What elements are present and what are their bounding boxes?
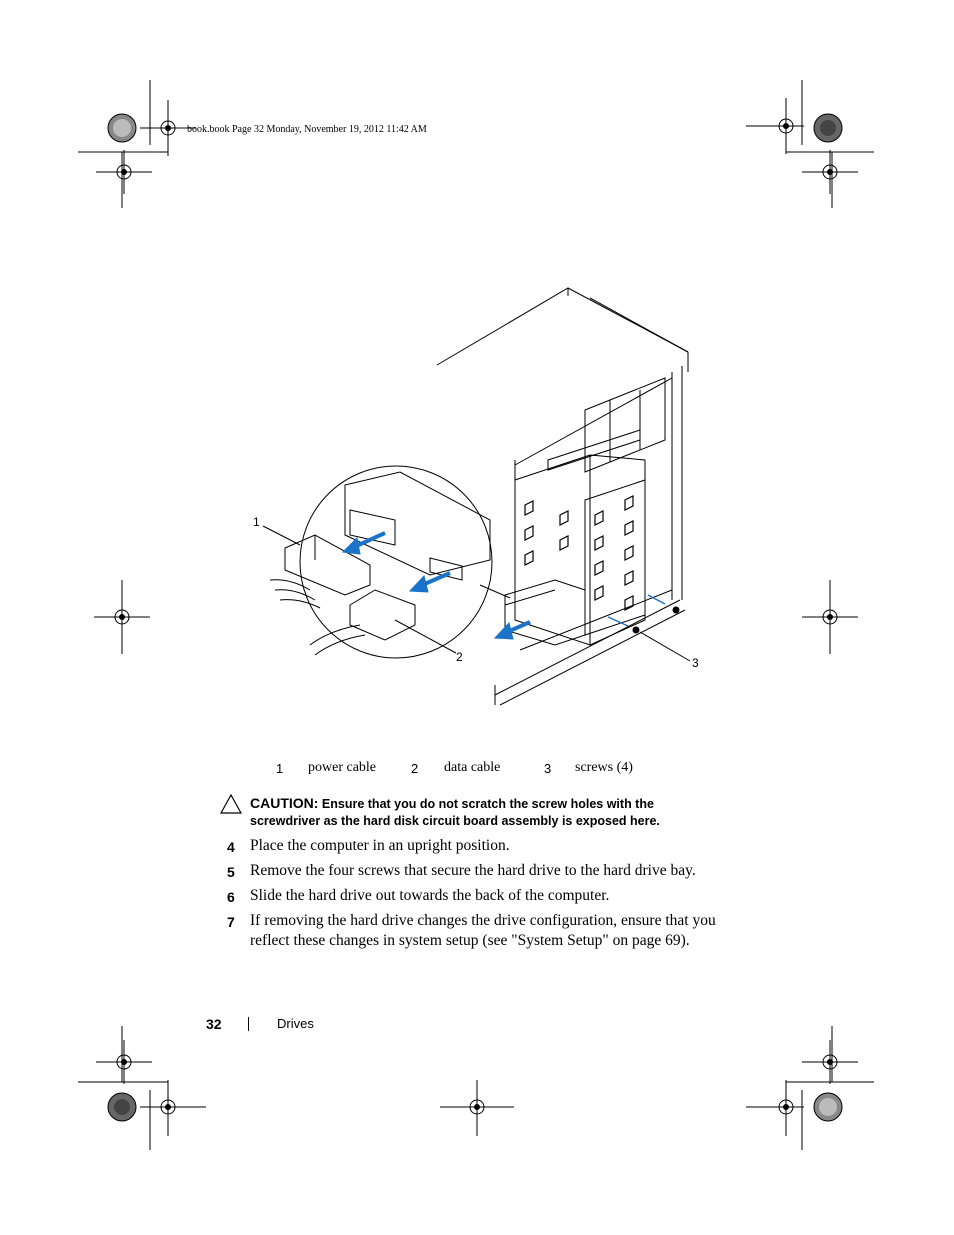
step-number: 6 xyxy=(227,889,235,905)
step-number: 7 xyxy=(227,914,235,930)
caution-text: Ensure that you do not scratch the screw… xyxy=(250,797,660,828)
callout-1: 1 xyxy=(253,515,260,529)
section-title: Drives xyxy=(277,1016,314,1031)
legend-label-2: data cable xyxy=(444,760,501,775)
step-number: 4 xyxy=(227,839,235,855)
step-text: Slide the hard drive out towards the bac… xyxy=(250,887,610,904)
legend-num-1: 1 xyxy=(276,761,284,776)
callout-2: 2 xyxy=(456,650,463,664)
caution-triangle-icon xyxy=(220,794,242,814)
page-number: 32 xyxy=(206,1016,222,1032)
legend-num-2: 2 xyxy=(411,761,419,776)
legend-label-1: power cable xyxy=(308,760,377,775)
hard-drive-removal-figure xyxy=(262,287,691,706)
step-text: Place the computer in an upright positio… xyxy=(250,837,510,854)
figure-legend: 1 power cable 2 data cable 3 screws (4) xyxy=(0,760,954,780)
caution-label: CAUTION: xyxy=(250,795,319,811)
step-number: 5 xyxy=(227,864,235,880)
caution-note: CAUTION: Ensure that you do not scratch … xyxy=(250,795,720,830)
callout-3: 3 xyxy=(692,656,699,670)
print-header: book.book Page 32 Monday, November 19, 2… xyxy=(187,124,427,135)
step-text: If removing the hard drive changes the d… xyxy=(250,912,716,949)
legend-label-3: screws (4) xyxy=(575,760,633,775)
legend-num-3: 3 xyxy=(544,761,552,776)
step-text: Remove the four screws that secure the h… xyxy=(250,862,696,879)
footer-divider xyxy=(248,1017,249,1031)
